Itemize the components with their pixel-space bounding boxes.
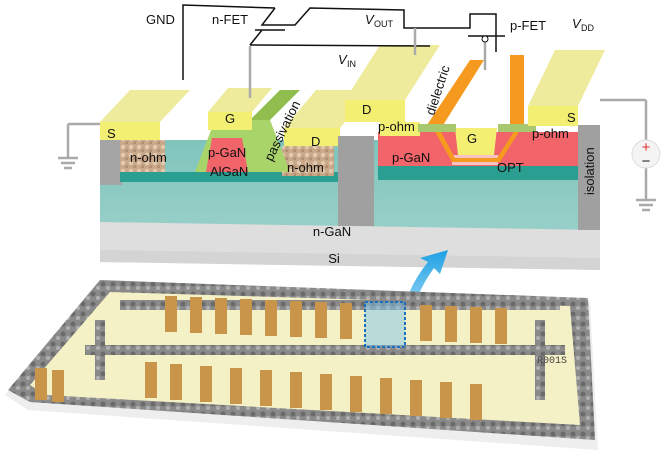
n-gan-label: n-GaN (313, 224, 351, 239)
nfet-drain-metal (284, 128, 340, 146)
pfet-p-gan-label: p-GaN (392, 150, 430, 165)
nfet-p-gan (206, 138, 248, 172)
opt-label: OPT (497, 160, 524, 175)
pfet-gate-metal (455, 128, 497, 155)
ground-icon-right (636, 198, 656, 212)
voltage-source-icon: + − (631, 139, 661, 170)
p-fet-label: p-FET (510, 18, 546, 33)
pfet-gate-label: G (467, 131, 477, 146)
svg-text:−: − (642, 153, 651, 170)
chip-id-label: R001S (537, 356, 567, 367)
nfet-gate-label: G (225, 111, 235, 126)
algan-label: AlGaN (210, 164, 248, 179)
isolation-region (578, 125, 600, 230)
nfet-p-gan-label: p-GaN (208, 145, 246, 160)
gnd-wire (182, 4, 276, 80)
svg-text:OUT: OUT (374, 19, 394, 29)
n-fet-label: n-FET (212, 12, 248, 27)
svg-text:IN: IN (347, 59, 356, 69)
nfet-drain-label: D (311, 134, 320, 149)
p-fet-device: D S G p-ohm p-ohm p-GaN OPT dielectric i… (345, 45, 605, 230)
chip-pads (35, 296, 507, 420)
si-label: Si (328, 251, 340, 266)
n-ohm-right-label: n-ohm (287, 160, 324, 175)
svg-text:V: V (572, 16, 582, 31)
ground-icon (58, 156, 78, 170)
n-fet-device: S G D n-ohm n-ohm p-GaN AlGaN passivatio… (100, 88, 372, 185)
n-ohm-left (120, 140, 165, 172)
p-ohm-right-label: p-ohm (532, 126, 569, 141)
highlight-box (364, 301, 406, 348)
middle-isolation (338, 136, 374, 226)
svg-text:V: V (365, 12, 375, 27)
circuit-wiring (182, 4, 505, 80)
pfet-source-label: S (567, 110, 576, 125)
dielectric-layer (425, 60, 484, 130)
n-ohm-left-label: n-ohm (130, 150, 167, 165)
vertical-posts (66, 28, 648, 200)
n-ohm-right (282, 146, 334, 176)
pfet-drain-label: D (362, 102, 371, 117)
pfet-drain-metal (345, 100, 405, 122)
svg-text:DD: DD (581, 23, 594, 33)
pfet-source-metal (528, 106, 578, 126)
svg-text:+: + (642, 139, 651, 156)
p-ohm-left-label: p-ohm (378, 119, 415, 134)
nfet-gate-metal (208, 112, 252, 130)
nfet-source-metal (100, 122, 160, 140)
svg-text:V: V (338, 52, 348, 67)
inverter-bubble (481, 35, 489, 43)
gnd-label: GND (146, 12, 175, 27)
vin-wire (249, 44, 431, 47)
vout-vdd-wire (260, 7, 497, 52)
isolation-label: isolation (582, 147, 597, 195)
nfet-source-label: S (107, 126, 116, 141)
chip-photo: R001S (5, 280, 598, 450)
